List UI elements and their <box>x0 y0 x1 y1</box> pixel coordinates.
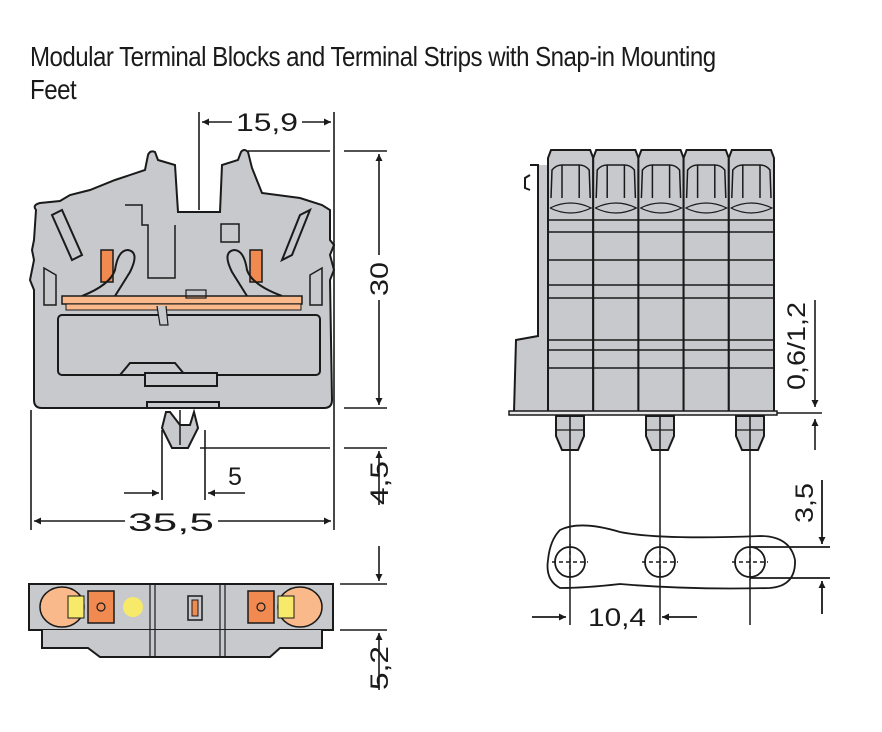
front-inner-window <box>57 314 321 376</box>
side-module <box>637 149 685 413</box>
dim-overall-width: 35,5 <box>128 509 214 537</box>
mounting-hole <box>552 544 588 580</box>
dim-rail-thickness: 0,6/1,2 <box>783 302 811 390</box>
dim-foot-width: 5 <box>228 463 242 491</box>
side-module <box>592 149 640 413</box>
top-dimensions <box>340 546 387 690</box>
top-view <box>28 583 334 658</box>
top-clamp-left <box>87 590 115 624</box>
side-module <box>547 149 595 413</box>
hole-pattern <box>532 480 830 621</box>
side-module <box>727 149 775 413</box>
side-modules <box>547 149 775 413</box>
test-point <box>123 597 143 617</box>
side-module <box>682 149 730 413</box>
dim-foot-height: 4,5 <box>366 461 394 505</box>
side-feet <box>555 415 765 625</box>
busbar <box>61 295 303 305</box>
front-view <box>28 149 336 449</box>
front-label-slot <box>144 372 218 387</box>
front-dimensions <box>30 112 387 530</box>
din-rail <box>508 410 778 416</box>
side-view <box>508 149 822 625</box>
dim-top-width: 15,9 <box>236 109 298 137</box>
dim-pitch: 10,4 <box>588 604 646 632</box>
mounting-hole <box>642 544 678 580</box>
hole-outline <box>546 524 796 590</box>
top-clamp-right <box>247 590 275 624</box>
dim-depth: 5,2 <box>366 646 394 690</box>
dim-hole-diameter: 3,5 <box>791 483 819 523</box>
dim-height: 30 <box>366 262 394 296</box>
page-title: Modular Terminal Blocks and Terminal Str… <box>30 41 716 105</box>
